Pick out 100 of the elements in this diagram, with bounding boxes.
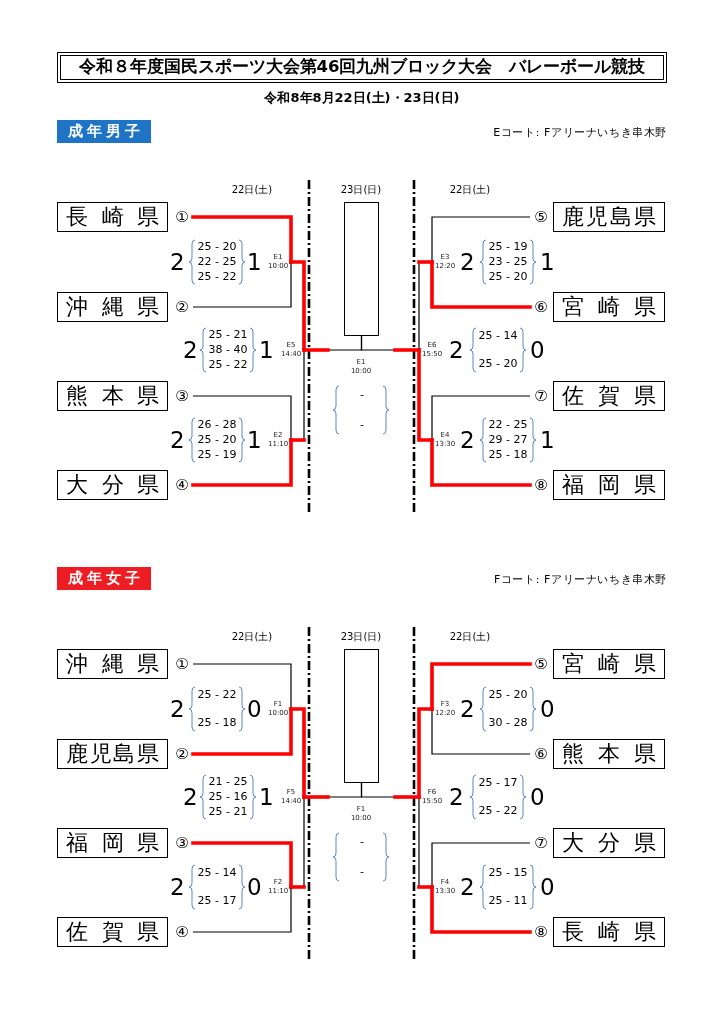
team-name-box: 福岡県 xyxy=(57,828,168,858)
score-entry-field: - xyxy=(343,418,381,432)
seed-number: ⑦ xyxy=(533,833,549,854)
winner-box xyxy=(344,202,379,336)
section-heading: 成年男子 xyxy=(57,120,151,143)
date-label: 22日(土) xyxy=(448,183,492,196)
team-name-box: 大分県 xyxy=(57,470,168,500)
title-heading: 令和８年度国民スポーツ大会第46回九州ブロック大会 バレーボール競技 xyxy=(57,52,667,83)
sets-won: 2 xyxy=(449,784,463,810)
seed-number: ④ xyxy=(174,475,190,496)
set-score: 25 - 22 xyxy=(196,688,238,702)
team-name-box: 宮崎県 xyxy=(553,292,665,322)
seed-number: ⑦ xyxy=(533,386,549,407)
set-score: 23 - 25 xyxy=(487,255,529,269)
set-score: 25 - 20 xyxy=(487,270,529,284)
set-score: 25 - 20 xyxy=(487,688,529,702)
seed-number: ⑧ xyxy=(533,922,549,943)
set-score: 21 - 25 xyxy=(207,775,249,789)
date-label: 22日(土) xyxy=(448,630,492,643)
set-score: 22 - 25 xyxy=(196,255,238,269)
sets-won: 1 xyxy=(247,427,261,453)
sets-won: 0 xyxy=(530,784,544,810)
seed-number: ④ xyxy=(174,922,190,943)
date-subtitle: 令和8年8月22日(土)・23日(日) xyxy=(263,90,461,106)
score-entry-field: - xyxy=(343,835,381,849)
sets-won: 1 xyxy=(259,784,273,810)
set-score: 25 - 19 xyxy=(487,240,529,254)
sets-won: 0 xyxy=(540,696,554,722)
set-score: 38 - 40 xyxy=(207,343,249,357)
set-score: 25 - 17 xyxy=(196,894,238,908)
set-score: 25 - 22 xyxy=(207,358,249,372)
set-score: 25 - 19 xyxy=(196,448,238,462)
set-score: 26 - 28 xyxy=(196,418,238,432)
team-name-box: 福岡県 xyxy=(553,470,665,500)
sets-won: 0 xyxy=(540,874,554,900)
team-name-box: 沖縄県 xyxy=(57,649,168,679)
set-score: 25 - 20 xyxy=(196,240,238,254)
set-score: 30 - 28 xyxy=(487,716,529,730)
sets-won: 1 xyxy=(259,337,273,363)
sets-won: 2 xyxy=(183,337,197,363)
score-entry-field: - xyxy=(343,388,381,402)
sets-won: 2 xyxy=(460,249,474,275)
set-score: 25 - 16 xyxy=(207,790,249,804)
set-score: 25 - 11 xyxy=(487,894,529,908)
date-label: 22日(土) xyxy=(230,630,274,643)
sets-won: 2 xyxy=(170,249,184,275)
team-name-box: 沖縄県 xyxy=(57,292,168,322)
team-name-box: 佐賀県 xyxy=(553,381,665,411)
set-score: 22 - 25 xyxy=(487,418,529,432)
set-score: 25 - 21 xyxy=(207,805,249,819)
seed-number: ⑧ xyxy=(533,475,549,496)
seed-number: ① xyxy=(174,654,190,675)
sets-won: 2 xyxy=(183,784,197,810)
seed-number: ⑥ xyxy=(533,297,549,318)
set-score: 29 - 27 xyxy=(487,433,529,447)
team-name-box: 大分県 xyxy=(553,828,665,858)
set-score: 25 - 14 xyxy=(196,866,238,880)
sets-won: 2 xyxy=(460,874,474,900)
court-label: Eコート: Fアリーナいちき串木野 xyxy=(492,126,667,140)
section-heading: 成年女子 xyxy=(57,567,151,590)
date-label: 23日(日) xyxy=(339,630,383,643)
seed-number: ③ xyxy=(174,833,190,854)
set-score: 25 - 20 xyxy=(477,357,519,371)
set-score: 25 - 18 xyxy=(487,448,529,462)
team-name-box: 宮崎県 xyxy=(553,649,665,679)
set-score: 25 - 20 xyxy=(196,433,238,447)
sets-won: 0 xyxy=(247,874,261,900)
team-name-box: 長崎県 xyxy=(553,917,665,947)
seed-number: ③ xyxy=(174,386,190,407)
team-name-box: 熊本県 xyxy=(553,739,665,769)
sets-won: 1 xyxy=(247,249,261,275)
sets-won: 1 xyxy=(540,249,554,275)
set-score: 25 - 21 xyxy=(207,328,249,342)
seed-number: ⑥ xyxy=(533,744,549,765)
sets-won: 2 xyxy=(170,696,184,722)
sets-won: 1 xyxy=(540,427,554,453)
seed-number: ② xyxy=(174,744,190,765)
sets-won: 2 xyxy=(449,337,463,363)
sets-won: 2 xyxy=(460,696,474,722)
team-name-box: 鹿児島県 xyxy=(553,202,665,232)
court-label: Fコート: Fアリーナいちき串木野 xyxy=(492,573,667,587)
seed-number: ⑤ xyxy=(533,207,549,228)
team-name-box: 佐賀県 xyxy=(57,917,168,947)
seed-number: ⑤ xyxy=(533,654,549,675)
team-name-box: 熊本県 xyxy=(57,381,168,411)
sets-won: 2 xyxy=(170,427,184,453)
seed-number: ① xyxy=(174,207,190,228)
sets-won: 0 xyxy=(530,337,544,363)
set-score: 25 - 17 xyxy=(477,776,519,790)
team-name-box: 鹿児島県 xyxy=(57,739,168,769)
set-score: 25 - 22 xyxy=(196,270,238,284)
sets-won: 0 xyxy=(247,696,261,722)
winner-box xyxy=(344,649,379,783)
date-label: 22日(土) xyxy=(230,183,274,196)
seed-number: ② xyxy=(174,297,190,318)
sets-won: 2 xyxy=(170,874,184,900)
set-score: 25 - 22 xyxy=(477,804,519,818)
sets-won: 2 xyxy=(460,427,474,453)
team-name-box: 長崎県 xyxy=(57,202,168,232)
set-score: 25 - 18 xyxy=(196,716,238,730)
